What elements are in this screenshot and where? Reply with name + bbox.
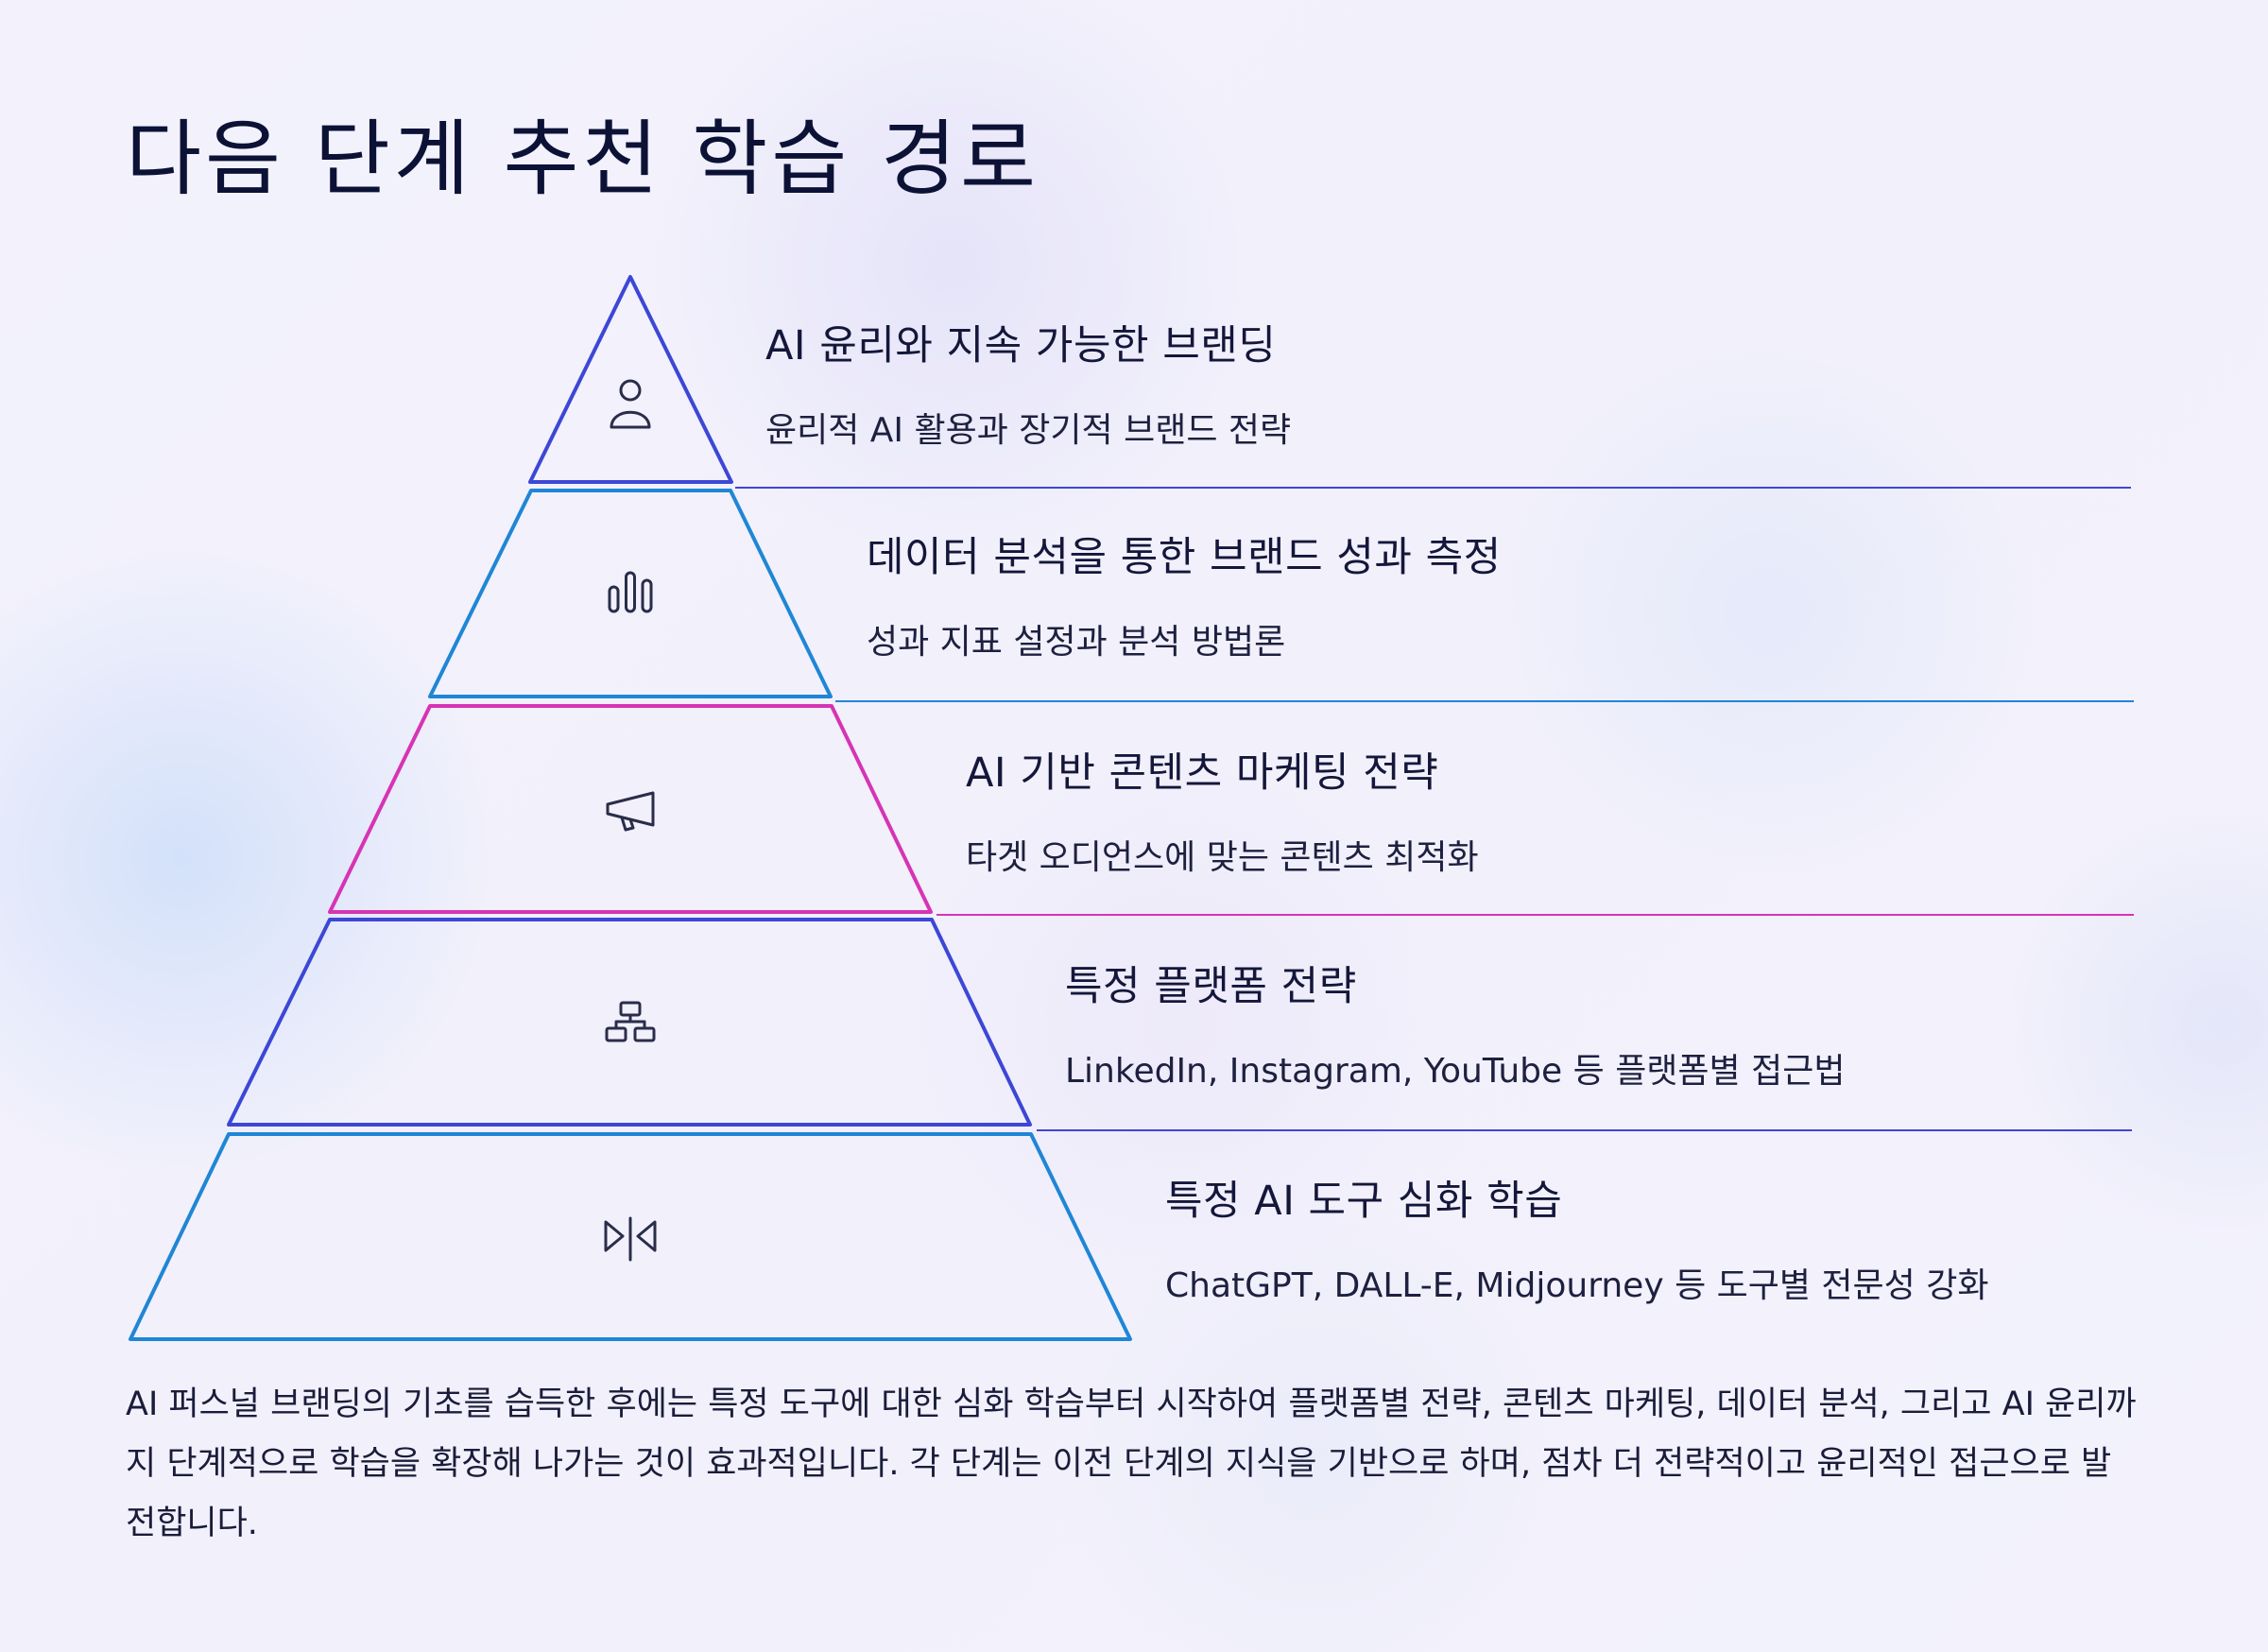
pyramid-layer-outline bbox=[227, 918, 1032, 1127]
level-2-text: 데이터 분석을 통한 브랜드 성과 측정 성과 지표 설정과 분석 방법론 bbox=[867, 525, 1502, 663]
level-3-title: AI 기반 콘텐츠 마케팅 전략 bbox=[966, 749, 1439, 797]
pyramid-layer-4 bbox=[227, 918, 2132, 1131]
pyramid-layer-1 bbox=[528, 275, 2131, 489]
level-4-title: 특정 플랫폼 전략 bbox=[1065, 963, 1357, 1010]
flip-icon bbox=[604, 1216, 657, 1262]
pyramid-layer-outline bbox=[328, 704, 933, 914]
level-4-description: LinkedIn, Instagram, YouTube 등 플랫폼별 접근법 bbox=[1065, 1052, 1846, 1091]
level-3-text: AI 기반 콘텐츠 마케팅 전략 타겟 오디언스에 맞는 콘텐츠 최적화 bbox=[966, 740, 1479, 879]
page-title: 다음 단계 추천 학습 경로 bbox=[126, 111, 1040, 207]
bar-chart-icon bbox=[608, 571, 653, 613]
megaphone-icon bbox=[606, 791, 655, 832]
pyramid-layer-2 bbox=[428, 489, 2134, 702]
level-5-text: 특정 AI 도구 심화 학습 ChatGPT, DALL-E, Midjourn… bbox=[1165, 1168, 1988, 1307]
level-1-text: AI 윤리와 지속 가능한 브랜딩 윤리적 AI 활용과 장기적 브랜드 전략 bbox=[765, 313, 1291, 452]
pyramid-layer-outline bbox=[528, 275, 733, 484]
level-2-description: 성과 지표 설정과 분석 방법론 bbox=[867, 623, 1286, 662]
level-1-title: AI 윤리와 지속 가능한 브랜딩 bbox=[765, 322, 1277, 370]
network-icon bbox=[605, 1001, 656, 1042]
level-3-description: 타겟 오디언스에 맞는 콘텐츠 최적화 bbox=[966, 838, 1479, 877]
person-icon bbox=[610, 379, 651, 429]
pyramid-layer-5 bbox=[129, 1132, 1132, 1341]
summary-paragraph: AI 퍼스널 브랜딩의 기초를 습득한 후에는 특정 도구에 대한 심화 학습부… bbox=[126, 1385, 2137, 1542]
level-1-description: 윤리적 AI 활용과 장기적 브랜드 전략 bbox=[765, 411, 1292, 450]
level-5-description: ChatGPT, DALL-E, Midjourney 등 도구별 전문성 강화 bbox=[1165, 1266, 1989, 1305]
level-5-title: 특정 AI 도구 심화 학습 bbox=[1165, 1178, 1563, 1225]
pyramid-layer-outline bbox=[129, 1132, 1132, 1341]
pyramid-layer-outline bbox=[428, 489, 833, 698]
pyramid-layer-3 bbox=[328, 704, 2134, 916]
level-2-title: 데이터 분석을 통한 브랜드 성과 측정 bbox=[867, 534, 1502, 581]
level-4-text: 특정 플랫폼 전략 LinkedIn, Instagram, YouTube 등… bbox=[1065, 954, 1845, 1093]
